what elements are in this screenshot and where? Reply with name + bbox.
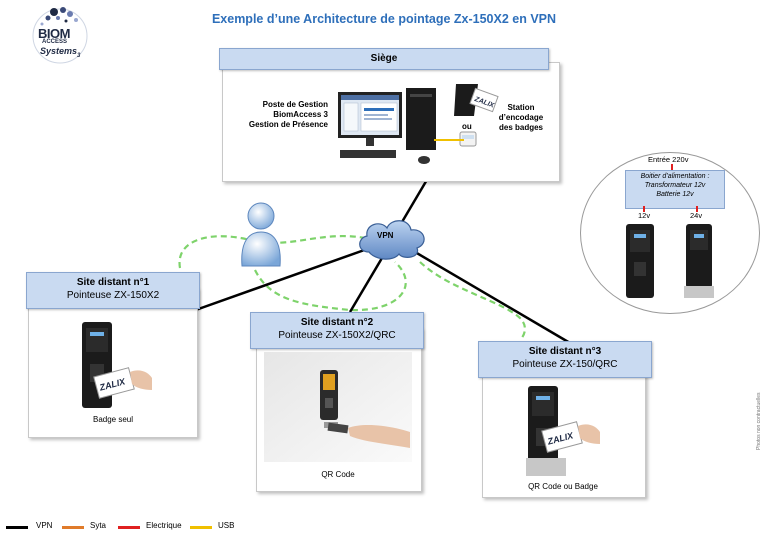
legend-syta-label: Syta <box>90 521 107 530</box>
badge-encoder-icon: ZALIX <box>454 84 499 147</box>
siege-header: Siège <box>219 48 549 70</box>
legend-usb-line <box>190 526 212 529</box>
poste-label: Poste de Gestion BiomAccess 3 Gestion de… <box>248 100 328 129</box>
site-1-subtitle: Pointeuse ZX-150X2 <box>66 290 160 301</box>
site-2-header: Site distant n°2 Pointeuse ZX-150X2/QRC <box>250 312 424 349</box>
user-icon <box>241 202 281 267</box>
site-3-title: Site distant n°3 <box>528 346 602 357</box>
site-3-caption: QR Code ou Badge <box>528 482 598 491</box>
computer-icon <box>338 88 436 164</box>
voltage-12v: 12v <box>638 211 651 220</box>
ou-label: ou <box>462 122 472 131</box>
legend-vpn-line <box>6 526 28 529</box>
site-1-header: Site distant n°1 Pointeuse ZX-150X2 <box>26 272 200 309</box>
site-3-subtitle: Pointeuse ZX-150/QRC <box>512 359 618 370</box>
vpn-line-site3 <box>414 250 571 345</box>
dashed-link-site2 <box>254 261 407 312</box>
biom-access-logo: BIOM ACCESS Systems3 <box>30 4 90 66</box>
site-2-subtitle: Pointeuse ZX-150X2/QRC <box>278 330 396 341</box>
site-2-caption: QR Code <box>321 470 355 479</box>
side-note: Photos non contractuelles <box>756 392 762 450</box>
station-label: Station d’encodage des badges <box>498 103 544 132</box>
power-box: Boitier d’alimentation : Transformateur … <box>625 170 725 209</box>
dashed-link-site1 <box>178 234 366 269</box>
voltage-24v: 24v <box>690 211 703 220</box>
site-1-box <box>28 288 198 438</box>
site-1-caption: Badge seul <box>92 415 134 424</box>
legend-electrique-label: Electrique <box>146 521 182 530</box>
vpn-line-site2 <box>348 257 384 313</box>
legend-electrique-line <box>118 526 140 529</box>
vpn-label: VPN <box>377 231 394 240</box>
logo-icon <box>32 7 88 64</box>
vpn-cloud-icon <box>359 220 425 260</box>
entree-label: Entrée 220v <box>648 155 689 164</box>
logo-word-biom: BIOM <box>38 26 70 41</box>
terminal-zx150qrc-icon: ZALIX <box>526 386 600 476</box>
legend-syta-line <box>62 526 84 529</box>
electric-wiring <box>643 164 698 212</box>
legend-vpn-label: VPN <box>36 521 53 530</box>
vpn-line-site1 <box>189 246 371 314</box>
site-1-title: Site distant n°1 <box>76 277 150 288</box>
qr-scan-photo <box>264 352 412 462</box>
vpn-line-siege <box>400 177 430 223</box>
diagram-title: Exemple d’une Architecture de pointage Z… <box>211 12 557 26</box>
logo-word-systems: Systems3 <box>40 46 81 59</box>
site-2-title: Site distant n°2 <box>300 317 374 328</box>
terminals-icon <box>626 224 714 298</box>
site-3-header: Site distant n°3 Pointeuse ZX-150/QRC <box>478 341 652 378</box>
terminal-zx150x2-icon: ZALIX <box>82 322 152 408</box>
dashed-link-site3 <box>419 261 526 341</box>
logo-word-access: ACCESS <box>42 39 68 45</box>
legend-usb-label: USB <box>218 521 235 530</box>
usb-connection <box>434 139 464 141</box>
